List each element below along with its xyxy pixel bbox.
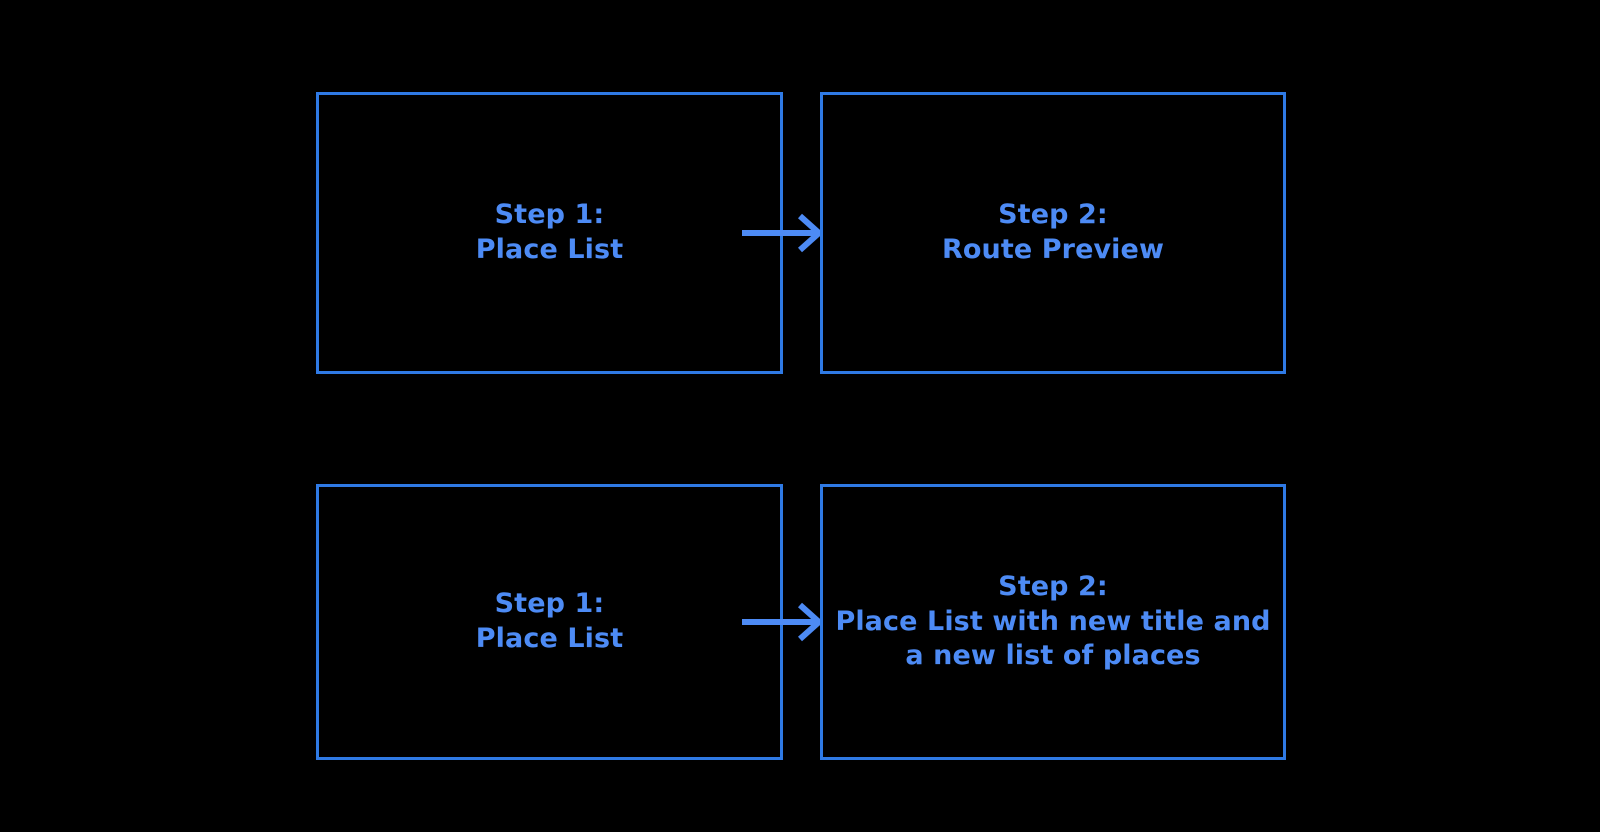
step-box-row2-step1[interactable]: Step 1: Place List: [316, 484, 783, 760]
step-box-row1-step2[interactable]: Step 2: Route Preview: [820, 92, 1286, 374]
step-box-label: Step 2: Place List with new title and a …: [835, 571, 1271, 672]
flow-row-2: Step 1: Place List Step 2: Place List wi…: [0, 484, 1600, 760]
step-box-label: Step 2: Route Preview: [941, 199, 1164, 265]
step-box-row1-step1[interactable]: Step 1: Place List: [316, 92, 783, 374]
step-box-label: Step 1: Place List: [475, 199, 624, 265]
flow-row-1: Step 1: Place List Step 2: Route Preview: [0, 92, 1600, 374]
step-box-row2-step2[interactable]: Step 2: Place List with new title and a …: [820, 484, 1286, 760]
step-box-label: Step 1: Place List: [475, 588, 624, 654]
